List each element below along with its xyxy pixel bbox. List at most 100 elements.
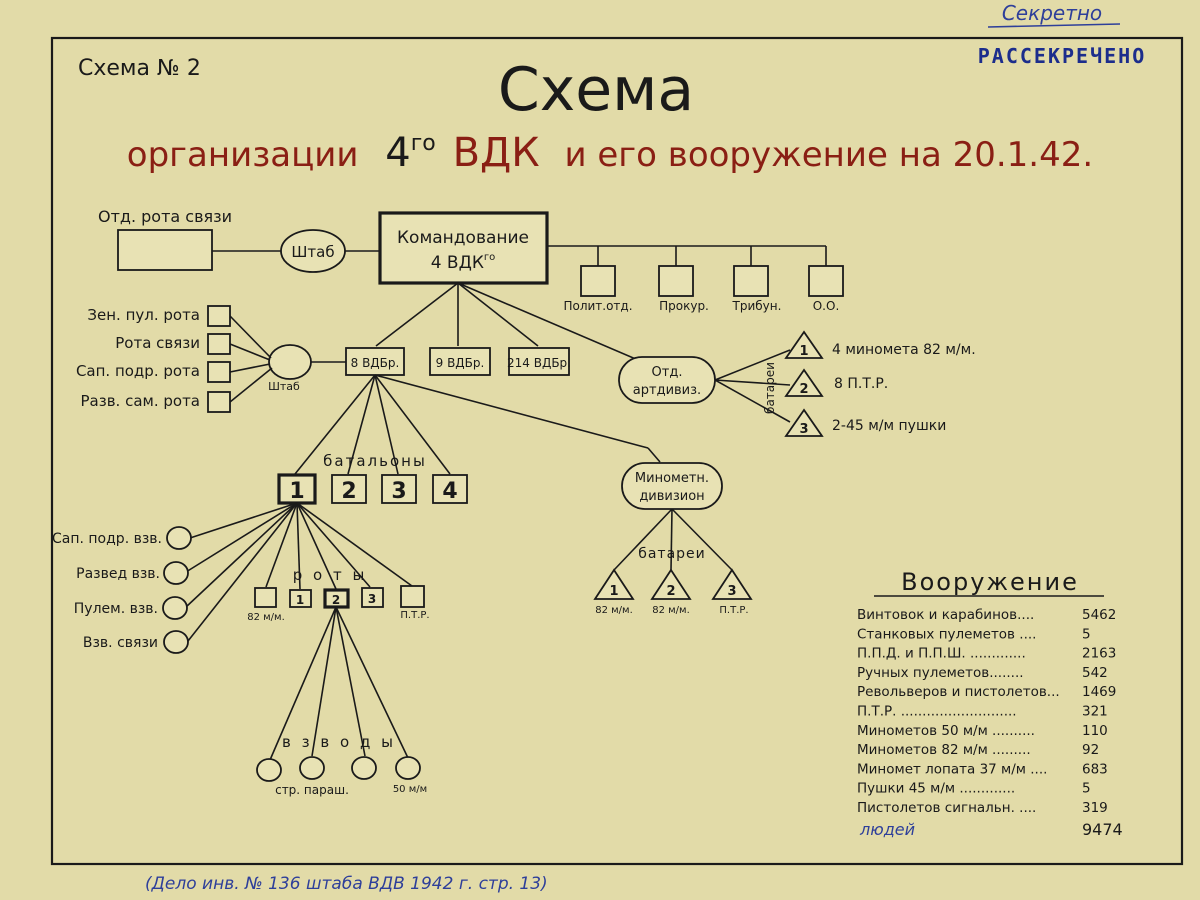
rifle-platoon-circle-2 [299,756,325,780]
command-ordinal: го [484,252,495,263]
armament-row: Револьверов и пистолетов...1469 [857,684,1116,700]
armament-value: 1469 [1082,684,1116,700]
company-label-3: Сап. подр. рота [76,362,200,380]
armament-row: Миномет лопата 37 м/м ....683 [857,761,1108,777]
subtitle-ordinal: го [411,131,436,156]
mortar-batteries-label: батареи [638,546,706,562]
corps-command-box [378,211,549,285]
subtitle-corps: 4 [385,130,410,176]
platoons-label: в з в о д ы [282,733,396,751]
armament-value: 110 [1082,723,1108,739]
art-battery-1-triangle [784,330,824,359]
platoon-circle-2 [163,561,189,585]
armament-value: 5462 [1082,607,1116,623]
company-mortar-box [254,587,277,608]
armament-row: П.П.Д. и П.П.Ш. .............2163 [857,646,1116,662]
mortar-battery-1-triangle [593,568,635,600]
platoon-circle-3 [162,596,188,620]
scheme-number: Схема № 2 [78,56,201,81]
armament-name: Пистолетов сигнальн. .... [857,800,1036,816]
rifle-company-3-num: 3 [368,592,376,606]
platoon-circle-4 [163,630,189,654]
armament-value: 319 [1082,800,1108,816]
platoon-label-4: Взв. связи [83,635,158,651]
mortar-battery-2-triangle [650,568,692,600]
platoon-circle-1 [166,526,192,550]
armament-name: Минометов 82 м/м ......... [857,742,1031,758]
armament-row: Станковых пулеметов ....5 [857,626,1091,642]
unit-label-oo: О.О. [813,299,840,313]
art-battery-2-num: 2 [799,382,808,397]
brigade-staff-oval [268,344,312,380]
platoon-label-1: Сап. подр. взв. [52,531,162,547]
armament-row: Минометов 50 м/м .......... 110 [857,723,1108,739]
brigade-214-box [508,347,570,376]
armament-row: Пистолетов сигнальн. .... 319 [857,800,1108,816]
armament-name: Ручных пулеметов........ [857,665,1024,681]
people-label: людей [859,820,915,839]
brigade-9-box [429,347,491,376]
company-box-4 [207,391,231,413]
page-subtitle: организации 4го ВДК и его вооружение на … [127,119,1093,176]
armament-name: Станковых пулеметов .... [857,626,1036,642]
armament-value: 321 [1082,704,1108,720]
armament-name: Пушки 45 м/м ............. [857,781,1015,797]
brigade-8-label: 8 ВДБр. [351,356,400,370]
battalion-2-num: 2 [341,479,356,504]
command-corps-number: 4 ВДК [431,253,484,273]
art-battery-3-label: 2-45 м/м пушки [832,418,946,434]
polit-otd-box [580,265,616,297]
rifle-company-1-box [289,589,312,608]
tribun-box [733,265,769,297]
battalions-label: батальоны [323,452,427,470]
mortar-battery-2-label: 82 м/м. [652,605,690,616]
company-atr-label: П.Т.Р. [400,610,429,621]
unit-label-tribun: Трибун. [732,299,782,313]
company-mortar-label: 82 м/м. [247,612,285,623]
company-label-2: Рота связи [115,334,200,352]
artillery-division-line1: Отд. [652,365,683,380]
company-label-4: Разв. сам. рота [80,392,200,410]
subtitle-rest: и его вооружение на 20.1.42. [564,135,1093,175]
unit-label-prokur: Прокур. [659,299,709,313]
brigade-9-label: 9 ВДБр. [436,356,485,370]
signal-company-box [117,229,213,271]
footer-note: (Дело инв. № 136 штаба ВДВ 1942 г. стр. … [145,874,548,894]
company-atr-box [400,585,425,608]
armament-name: П.П.Д. и П.П.Ш. ............. [857,646,1026,662]
battalion-4-box [432,474,468,504]
brigade-staff-label: Штаб [268,380,300,393]
page-title: Схема [498,55,694,125]
art-battery-2-triangle [784,368,824,397]
armament-name: Минометов 50 м/м .......... [857,723,1035,739]
armament-value: 92 [1082,742,1099,758]
platoon-label-2: Развед взв. [76,566,160,582]
platoon-label-3: Пулем. взв. [74,601,158,617]
company-box-2 [207,333,231,355]
armament-row: Ручных пулеметов........542 [857,665,1108,681]
mortar-division-line2: дивизион [639,489,704,504]
armament-title: Вооружение [901,568,1079,596]
armament-row: Винтовок и карабинов.... 5462 [857,607,1116,623]
armament-name: Винтовок и карабинов.... [857,607,1034,623]
unit-label-polit: Полит.отд. [563,299,632,313]
frame-border [50,36,1184,866]
mortar-battery-1-label: 82 м/м. [595,605,633,616]
company-box-1 [207,305,231,327]
subtitle-vdk: ВДК [453,130,540,176]
battalion-3-num: 3 [391,479,406,504]
artillery-batteries-label: батареи [763,362,777,414]
rifle-company-1-num: 1 [296,593,304,607]
mortar-division-line1: Минометн. [635,471,709,486]
secret-underline [987,23,1121,28]
battalion-4-num: 4 [442,479,457,504]
prokur-box [658,265,694,297]
platoon-mortar-label: 50 м/м [393,784,427,795]
armament-value: 5 [1082,781,1091,797]
armament-value: 683 [1082,761,1108,777]
company-label-1: Зен. пул. рота [87,306,200,324]
art-battery-1-label: 4 миномета 82 м/м. [832,342,976,358]
